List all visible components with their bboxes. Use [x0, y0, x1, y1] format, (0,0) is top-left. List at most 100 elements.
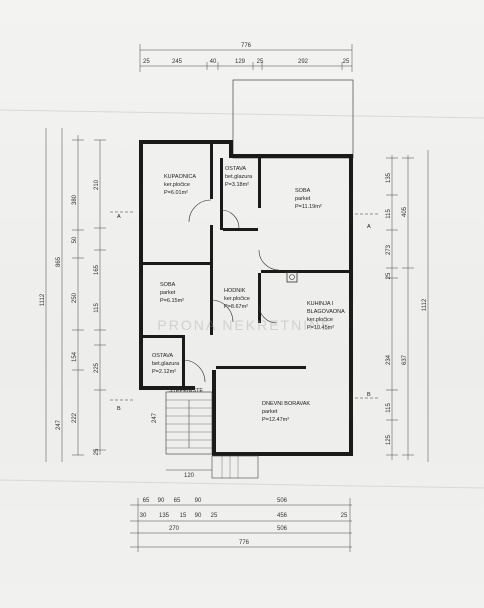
dim-top-part: 25 — [343, 59, 350, 65]
dim-right-inner: 115 — [386, 209, 392, 219]
dim-top-part: 25 — [257, 59, 264, 65]
fold-line — [0, 109, 484, 119]
terrace-outline — [232, 79, 354, 159]
dim-left-mid: 247 — [56, 419, 62, 430]
dim-left-inner: 165 — [94, 264, 100, 275]
dim-top-part: 292 — [298, 59, 309, 65]
top-dimensions: 776 25 245 40 129 25 292 25 — [139, 43, 353, 72]
room-name: SOBA — [295, 188, 311, 194]
room-area: P=2.12m² — [152, 369, 176, 375]
room-finish: ker.pločice — [164, 182, 190, 188]
dim-left-inner: 50 — [72, 236, 78, 243]
section-marks: A A B B — [110, 211, 380, 412]
room-area: P=3.18m² — [225, 182, 249, 188]
room-soba-1: SOBA parket P=11.19m² — [295, 188, 322, 210]
room-name: SOBA — [160, 282, 176, 288]
door-swings — [182, 199, 280, 383]
room-ostava-2: OSTAVA bet.glazura P=2.12m² — [152, 353, 180, 375]
dim-right-inner: 25 — [386, 272, 392, 279]
room-ostava-1: OSTAVA bet.glazura P=3.18m² — [225, 166, 253, 188]
room-area: P=12.47m² — [262, 417, 289, 423]
dim-left-inner: 222 — [72, 412, 78, 423]
room-finish: parket — [160, 290, 176, 296]
dim-top-part: 245 — [172, 59, 183, 65]
room-kupaonica: KUPAONICA ker.pločice P=6.01m² — [164, 174, 196, 196]
room-area: P=6.15m² — [160, 298, 184, 304]
dim-left-inner: 225 — [94, 362, 100, 373]
dim-right-inner: 234 — [386, 354, 392, 365]
dim-top-part: 40 — [210, 59, 217, 65]
fold-line — [0, 479, 484, 489]
room-name: KUPAONICA — [164, 174, 196, 180]
room-hodnik: HODNIK ker.pločice P=8.67m² — [224, 288, 250, 310]
dim-bottom: 90 — [158, 498, 165, 504]
dim-top-part: 25 — [143, 59, 150, 65]
room-finish: ker.pločice — [307, 317, 333, 323]
room-finish: ker.pločice — [224, 296, 250, 302]
dim-bottom: 25 — [211, 513, 218, 519]
staircase: STEPENIŠTE 247 120 — [152, 387, 259, 479]
room-finish: parket — [295, 196, 311, 202]
dim-right-mid: 405 — [402, 206, 408, 217]
watermark: PRONA NEKRETNINE — [157, 317, 332, 333]
inner-walls — [143, 144, 349, 386]
windows — [139, 185, 353, 420]
room-finish: bet.glazura — [225, 174, 253, 180]
section-b-right: B — [367, 392, 371, 398]
dim-bottom: 15 — [180, 513, 187, 519]
dim-right-inner: 135 — [386, 172, 392, 183]
dim-left-inner: 25 — [94, 448, 100, 455]
right-dimensions: 135 115 273 25 234 115 125 405 637 1112 — [386, 150, 429, 462]
dim-bottom: 506 — [277, 526, 288, 532]
room-area: P=11.19m² — [295, 204, 322, 210]
room-finish: parket — [262, 409, 278, 415]
dim-top-part: 129 — [235, 59, 246, 65]
dim-right-outer: 1112 — [422, 298, 428, 311]
room-name-2: BLAGOVAONA — [307, 309, 345, 315]
shaft-circle-icon — [289, 274, 295, 280]
dim-top-total: 776 — [241, 43, 252, 49]
dim-left-inner: 154 — [72, 351, 78, 362]
dim-bottom: 506 — [277, 498, 288, 504]
dim-stair-side: 247 — [152, 412, 158, 423]
dim-bottom: 270 — [169, 526, 180, 532]
dim-left-inner: 250 — [72, 292, 78, 303]
section-a-left: A — [117, 214, 121, 220]
dim-bottom: 90 — [195, 513, 202, 519]
bottom-dimensions: 65 90 65 90 506 30 135 15 90 25 456 25 2… — [130, 498, 352, 552]
dim-right-inner: 115 — [386, 403, 392, 413]
dim-right-mid: 637 — [402, 354, 408, 365]
room-name: DNEVNI BORAVAK — [262, 401, 310, 407]
dim-bottom: 65 — [143, 498, 150, 504]
room-name: HODNIK — [224, 288, 246, 294]
section-a-right: A — [367, 224, 371, 230]
dim-left-outer: 1112 — [40, 293, 46, 306]
room-name: KUHINJA I — [307, 301, 334, 307]
room-name: OSTAVA — [152, 353, 173, 359]
dim-bottom: 25 — [341, 513, 348, 519]
dim-stair-width: 120 — [184, 473, 195, 479]
room-area: P=8.67m² — [224, 304, 248, 310]
room-kuhinja: KUHINJA I BLAGOVAONA ker.pločice P=10.45… — [307, 301, 345, 331]
room-name: OSTAVA — [225, 166, 246, 172]
dim-right-inner: 125 — [386, 434, 392, 445]
dim-bottom-total: 776 — [239, 540, 250, 546]
room-dnevni-boravak: DNEVNI BORAVAK parket P=12.47m² — [262, 401, 310, 423]
dim-left-mid: 865 — [56, 256, 62, 267]
dim-bottom: 456 — [277, 513, 288, 519]
shaft-icon — [286, 271, 298, 283]
room-area: P=10.45m² — [307, 325, 334, 331]
dim-right-inner: 273 — [386, 244, 392, 255]
room-finish: bet.glazura — [152, 361, 180, 367]
section-b-left: B — [117, 406, 121, 412]
room-area: P=6.01m² — [164, 190, 188, 196]
room-soba-2: SOBA parket P=6.15m² — [160, 282, 184, 304]
dim-bottom: 65 — [174, 498, 181, 504]
left-dimensions: 1112 865 247 380 50 250 154 222 210 165 … — [40, 128, 106, 462]
dim-left-inner: 380 — [72, 194, 78, 205]
dim-bottom: 90 — [195, 498, 202, 504]
dim-left-inner: 210 — [94, 179, 100, 190]
stair-label: STEPENIŠTE — [169, 387, 204, 394]
